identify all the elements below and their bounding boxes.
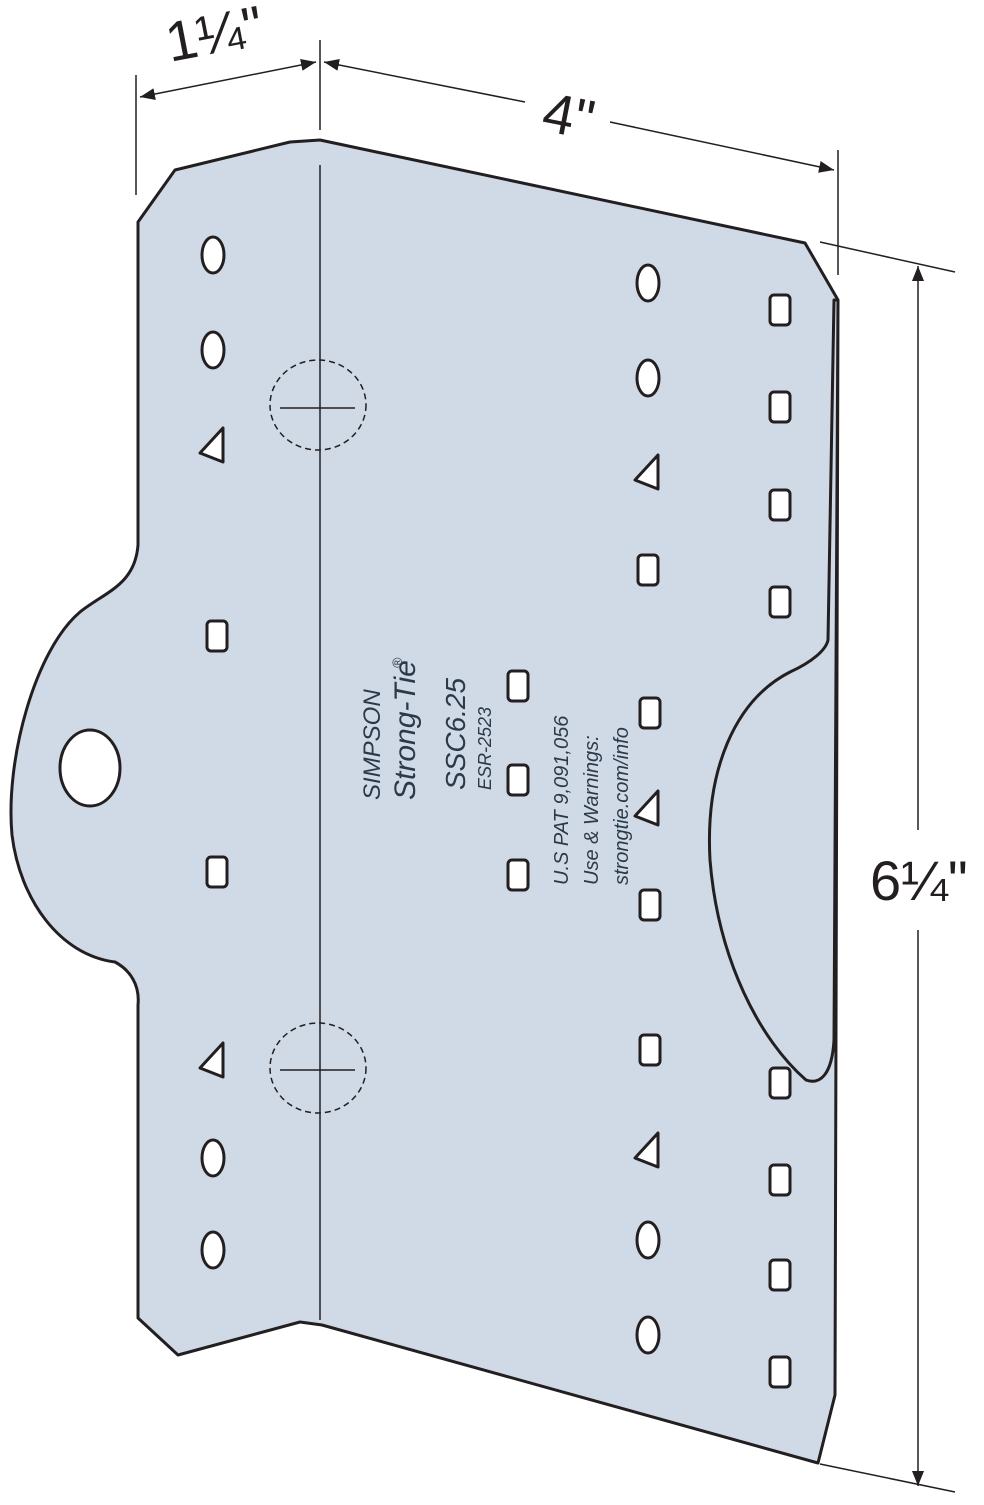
oval-nail-hole <box>635 358 661 398</box>
screw-hole <box>506 858 530 892</box>
triangle-hole <box>198 426 225 464</box>
dimension-flange-width <box>135 40 321 195</box>
dimension-flange-width-label: 1¼" <box>160 0 268 74</box>
dimension-plate-width-label: 4" <box>538 80 600 152</box>
screw-hole <box>506 669 530 703</box>
bracket-plate <box>9 138 840 1465</box>
oval-nail-hole <box>200 1138 226 1178</box>
triangle-hole <box>633 1131 660 1169</box>
dimension-plate-height-label: 6¼" <box>870 849 968 912</box>
product-model-stamp: SSC6.25 ESR-2523 <box>440 678 495 790</box>
screw-hole <box>638 696 662 730</box>
oval-nail-hole <box>200 1230 226 1270</box>
oval-nail-hole <box>635 263 661 303</box>
oval-nail-hole <box>635 1220 661 1260</box>
bolt-hole <box>58 728 122 808</box>
oval-nail-hole <box>200 235 226 275</box>
screw-hole <box>768 1258 792 1292</box>
screw-hole <box>506 763 530 797</box>
oval-nail-hole <box>635 1315 661 1355</box>
stamp-brand-line2: Strong-Tie <box>389 660 422 800</box>
emboss-rib-bottom <box>269 1022 367 1114</box>
stamp-patent: U.S PAT 9,091,056 <box>551 715 573 885</box>
screw-hole <box>636 553 660 587</box>
emboss-rib-top <box>269 359 367 451</box>
screw-hole <box>768 1163 792 1197</box>
screw-hole <box>768 1066 792 1100</box>
triangle-hole <box>633 789 660 827</box>
screw-hole <box>205 619 229 653</box>
screw-hole <box>638 1033 662 1067</box>
screw-hole <box>768 390 792 424</box>
stamp-warning-line1: Use & Warnings: <box>581 735 603 885</box>
oval-nail-hole <box>200 330 226 370</box>
warning-stamp: U.S PAT 9,091,056 Use & Warnings: strong… <box>551 715 633 885</box>
screw-hole <box>768 585 792 619</box>
stamp-brand-line1: SIMPSON <box>359 689 386 800</box>
screw-hole <box>768 1355 792 1389</box>
screw-hole <box>205 855 229 889</box>
stamp-registered-mark: ® <box>389 657 405 668</box>
stamp-warning-line2: strongtie.com/info <box>611 727 633 885</box>
triangle-hole <box>633 453 660 491</box>
triangle-hole <box>198 1041 225 1079</box>
dimension-plate-height <box>819 241 956 1493</box>
product-stamp: SIMPSON Strong-Tie ® <box>359 657 422 800</box>
stamp-model: SSC6.25 <box>440 678 471 790</box>
stamp-evaluation: ESR-2523 <box>475 707 495 790</box>
screw-hole <box>768 488 792 522</box>
fastener-holes <box>198 235 792 1389</box>
screw-hole <box>638 888 662 922</box>
dimension-plate-width <box>323 59 839 275</box>
screw-hole <box>768 293 792 327</box>
